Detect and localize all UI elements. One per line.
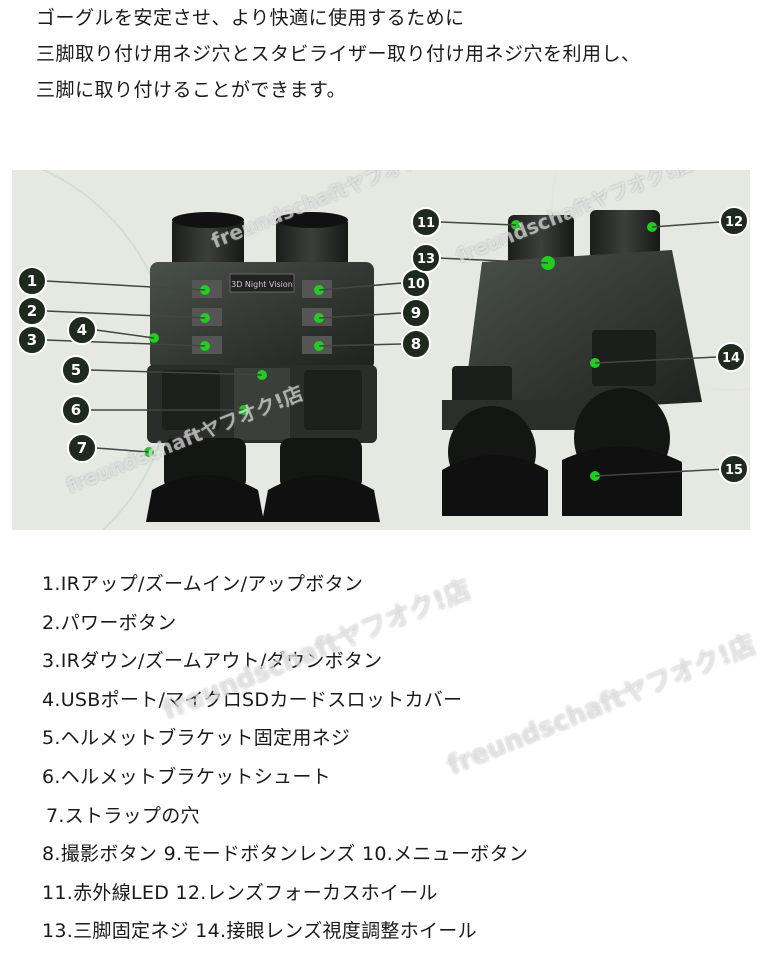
feature-item-10: 13.三脚固定ネジ 14.接眼レンズ視度調整ホイール [42,920,477,943]
svg-text:15: 15 [725,463,743,478]
svg-text:10: 10 [407,277,425,292]
callout-6: 6 [61,395,91,425]
device-front-view: 3D Night Vision [144,212,380,522]
svg-text:8: 8 [411,335,421,353]
svg-text:4: 4 [77,321,87,339]
feature-item-9: 11.赤外線LED 12.レンズフォーカスホイール [42,881,438,904]
callout-13: 13 [411,243,441,273]
svg-text:3: 3 [27,331,37,349]
svg-text:7: 7 [77,439,87,457]
svg-text:5: 5 [71,361,81,379]
intro-line-2: 三脚取り付け用ネジ穴とスタビライザー取り付け用ネジ穴を利用し、 [36,43,641,65]
svg-text:6: 6 [71,401,81,419]
intro-text: ゴーグルを安定させ、より快適に使用するために 三脚取り付け用ネジ穴とスタビライザ… [36,0,736,108]
callout-4: 4 [67,315,97,345]
callout-11: 11 [411,207,441,237]
binocular-illustration: 3D Night Vision [17,170,750,530]
svg-text:11: 11 [417,216,435,231]
callout-15: 15 [719,454,749,484]
intro-line-1: ゴーグルを安定させ、より快適に使用するために [36,7,465,29]
svg-text:13: 13 [417,252,435,267]
feature-item-8: 8.撮影ボタン 9.モードボタンレンズ 10.メニューボタン [42,843,529,866]
callout-badges: 1 2 3 4 5 6 7 8 9 10 11 12 13 14 15 [17,206,749,484]
feature-item-7: 7.ストラップの穴 [46,804,200,827]
feature-item-4: 4.USBポート/マイクロSDカードスロットカバー [42,688,463,711]
callout-9: 9 [401,298,431,328]
callout-1: 1 [17,266,47,296]
callout-2: 2 [17,296,47,326]
callout-10: 10 [401,268,431,298]
intro-line-3: 三脚に取り付けることができます。 [36,79,347,101]
svg-text:2: 2 [27,302,37,320]
callout-14: 14 [716,342,746,372]
feature-item-6: 6.ヘルメットブラケットシュート [42,765,331,788]
product-photo: 3D Night Vision [12,170,750,530]
device-rear-view [442,210,702,516]
callout-5: 5 [61,355,91,385]
feature-item-1: 1.IRアップ/ズームイン/アップボタン [42,573,364,595]
callout-7: 7 [67,433,97,463]
svg-text:9: 9 [411,304,421,322]
svg-text:1: 1 [27,272,37,290]
feature-item-2: 2.パワーボタン [42,611,177,634]
feature-item-3: 3.IRダウン/ズームアウト/ダウンボタン [42,650,383,673]
callout-8: 8 [401,329,431,359]
svg-text:14: 14 [722,351,740,366]
feature-item-5: 5.ヘルメットブラケット固定用ネジ [42,727,351,750]
svg-text:12: 12 [725,215,743,230]
callout-12: 12 [719,206,749,236]
feature-list: 1.IRアップ/ズームイン/アップボタン 2.パワーボタン 3.IRダウン/ズー… [42,565,742,951]
callout-3: 3 [17,325,47,355]
label-plate-text: 3D Night Vision [231,280,293,289]
